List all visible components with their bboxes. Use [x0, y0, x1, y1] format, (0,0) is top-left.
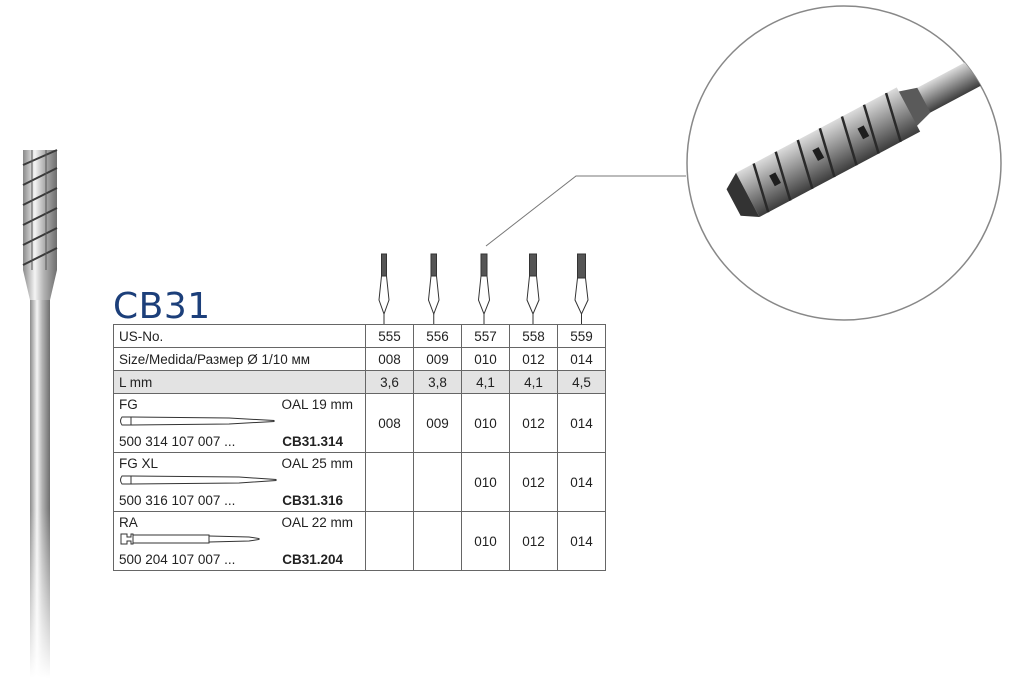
us-no-556: 556 [413, 324, 462, 348]
length-cell: 3,6 [365, 370, 414, 394]
variant-oal: OAL 19 mm [281, 397, 353, 412]
size-row: Size/Medida/Размер Ø 1/10 мм 008 009 010… [113, 347, 606, 371]
length-cell: 4,1 [509, 370, 558, 394]
bur-size-silhouettes [378, 253, 589, 324]
length-row: L mm 3,6 3,8 4,1 4,1 4,5 [113, 370, 606, 394]
ra-bur-diagram-icon [120, 533, 260, 545]
variant-cell: 014 [557, 511, 606, 571]
variant-oal: OAL 22 mm [281, 515, 353, 530]
variant-row-fg: FG OAL 19 mm 500 314 107 007 ... CB31.31… [113, 393, 606, 453]
variant-cell: 014 [557, 452, 606, 512]
variant-ref: CB31.314 [282, 434, 343, 449]
variant-cell: 009 [413, 393, 462, 453]
bur-photo [0, 0, 80, 678]
variant-cell: 010 [461, 511, 510, 571]
us-no-559: 559 [557, 324, 606, 348]
specification-table: US-No. 555 556 557 558 559 Size/Medida/Р… [113, 324, 606, 571]
variant-cell: 012 [509, 511, 558, 571]
us-no-label: US-No. [113, 324, 366, 348]
length-cell: 4,1 [461, 370, 510, 394]
bur-silhouette-558 [526, 253, 540, 324]
variant-row-ra: RA OAL 22 mm 500 204 107 007 ... CB31.20… [113, 511, 606, 571]
size-cell: 012 [509, 347, 558, 371]
variant-order-code: 500 204 107 007 ... [119, 552, 236, 567]
us-no-557: 557 [461, 324, 510, 348]
table-header-row: US-No. 555 556 557 558 559 [113, 324, 606, 348]
size-cell: 010 [461, 347, 510, 371]
variant-cell [413, 452, 462, 512]
size-label: Size/Medida/Размер Ø 1/10 мм [113, 347, 366, 371]
variant-ref: CB31.316 [282, 493, 343, 508]
zoom-connector-line [485, 175, 686, 247]
variant-cell [365, 511, 414, 571]
variant-name: FG [119, 397, 138, 412]
variant-cell: 010 [461, 452, 510, 512]
variant-row-fg-xl: FG XL OAL 25 mm 500 316 107 007 ... CB31… [113, 452, 606, 512]
variant-cell: 008 [365, 393, 414, 453]
variant-order-code: 500 316 107 007 ... [119, 493, 236, 508]
variant-cell [413, 511, 462, 571]
size-cell: 014 [557, 347, 606, 371]
variant-cell: 014 [557, 393, 606, 453]
variant-cell [365, 452, 414, 512]
bur-silhouette-556 [427, 253, 440, 324]
fg-xl-bur-diagram-icon [120, 475, 277, 485]
bur-silhouette-557 [477, 253, 491, 324]
variant-name: FG XL [119, 456, 159, 471]
variant-oal: OAL 25 mm [281, 456, 353, 471]
bur-silhouette-559 [574, 253, 589, 324]
magnified-bur-detail [686, 5, 1002, 321]
variant-ref: CB31.204 [282, 552, 343, 567]
variant-order-code: 500 314 107 007 ... [119, 434, 236, 449]
length-cell: 3,8 [413, 370, 462, 394]
us-no-558: 558 [509, 324, 558, 348]
variant-cell: 010 [461, 393, 510, 453]
size-cell: 008 [365, 347, 414, 371]
bur-silhouette-555 [378, 253, 390, 324]
us-no-555: 555 [365, 324, 414, 348]
length-cell: 4,5 [557, 370, 606, 394]
variant-cell: 012 [509, 452, 558, 512]
length-label: L mm [113, 370, 366, 394]
variant-name: RA [119, 515, 138, 530]
fg-bur-diagram-icon [120, 416, 275, 426]
product-title: CB31 [113, 286, 211, 328]
size-cell: 009 [413, 347, 462, 371]
variant-cell: 012 [509, 393, 558, 453]
